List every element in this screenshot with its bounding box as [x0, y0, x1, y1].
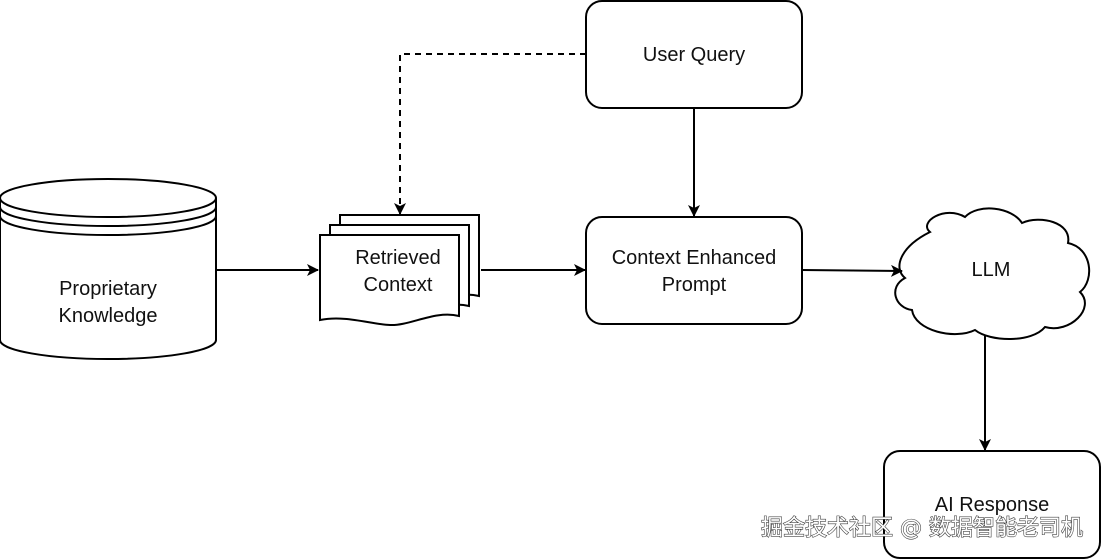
- user-query-label: User Query: [643, 44, 745, 66]
- dashed-arrow-query-to-retrieved-context: [394, 53, 586, 215]
- context-enhanced-prompt-box: Context Enhanced Prompt: [585, 216, 803, 325]
- arrow-prompt-to-llm: [801, 264, 903, 277]
- context-enhanced-prompt-label-line1: Context Enhanced: [612, 247, 777, 269]
- proprietary-knowledge-database: Proprietary Knowledge: [0, 178, 217, 360]
- ai-response-label: AI Response: [935, 494, 1050, 516]
- retrieved-context-documents: Retrieved Context: [319, 214, 480, 327]
- context-enhanced-prompt-label-line2: Prompt: [662, 274, 727, 296]
- proprietary-knowledge-label-line2: Knowledge: [59, 305, 158, 327]
- retrieved-context-label-line1: Retrieved: [355, 247, 441, 269]
- retrieved-context-label-line2: Context: [364, 274, 433, 296]
- ai-response-box: AI Response: [883, 450, 1101, 559]
- llm-label: LLM: [972, 259, 1011, 281]
- user-query-box: User Query: [585, 0, 803, 109]
- proprietary-knowledge-label-line1: Proprietary: [59, 278, 157, 300]
- watermark-text: 掘金技术社区 @ 数据智能老司机: [761, 516, 1083, 541]
- llm-cloud: LLM: [894, 207, 1091, 340]
